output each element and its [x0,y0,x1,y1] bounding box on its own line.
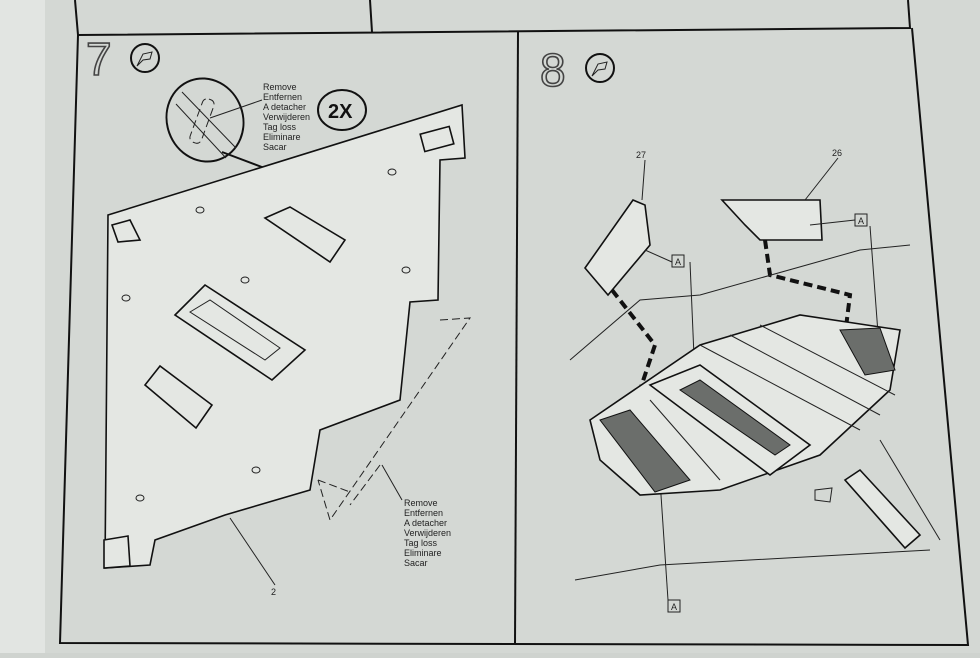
part-number-2: 2 [271,587,276,597]
svg-text:2X: 2X [328,101,353,123]
glue-tube-icon [130,43,160,73]
svg-text:Entfernen: Entfernen [263,92,302,102]
svg-text:A detacher: A detacher [263,102,306,112]
step-7-panel: 7 Remove Entfernen A detacher Verwijdere… [85,32,472,597]
svg-text:Remove: Remove [263,82,297,92]
remove-labels-top: Remove Entfernen A detacher Verwijderen … [263,82,310,152]
part-number-27: 27 [636,150,646,160]
svg-text:A: A [858,216,864,226]
previous-row-frame [74,0,912,37]
part-27 [583,199,651,297]
svg-text:Eliminare: Eliminare [404,548,442,558]
page-margin [0,0,45,653]
step-number-8: 8 [540,44,566,96]
remove-labels-bottom: Remove Entfernen A detacher Verwijderen … [404,498,451,568]
svg-text:Remove: Remove [404,498,438,508]
svg-text:A detacher: A detacher [404,518,447,528]
assembly-guide-line [763,239,853,336]
panel-divider [514,31,519,646]
reference-flag: A [644,249,685,268]
small-part [843,468,922,550]
glue-tube-icon [585,53,615,83]
removed-part-outline [317,317,472,522]
svg-text:Verwijderen: Verwijderen [404,528,451,538]
svg-text:A: A [671,602,677,612]
svg-text:Sacar: Sacar [263,142,287,152]
svg-text:Tag loss: Tag loss [404,538,438,548]
svg-text:Tag loss: Tag loss [263,122,297,132]
step-8-panel: 8 27 26 A A A [539,43,941,613]
step-number-7: 7 [86,33,112,85]
svg-text:Eliminare: Eliminare [263,132,301,142]
svg-text:Entfernen: Entfernen [404,508,443,518]
svg-text:A: A [675,257,681,267]
svg-text:Verwijderen: Verwijderen [263,112,310,122]
part-number-26: 26 [832,148,842,158]
detail-callout [165,77,276,173]
svg-text:Sacar: Sacar [404,558,428,568]
floor-detail [173,283,307,382]
panel-frame [58,27,970,647]
quantity-badge: 2X [317,89,367,131]
part-26 [720,199,823,241]
